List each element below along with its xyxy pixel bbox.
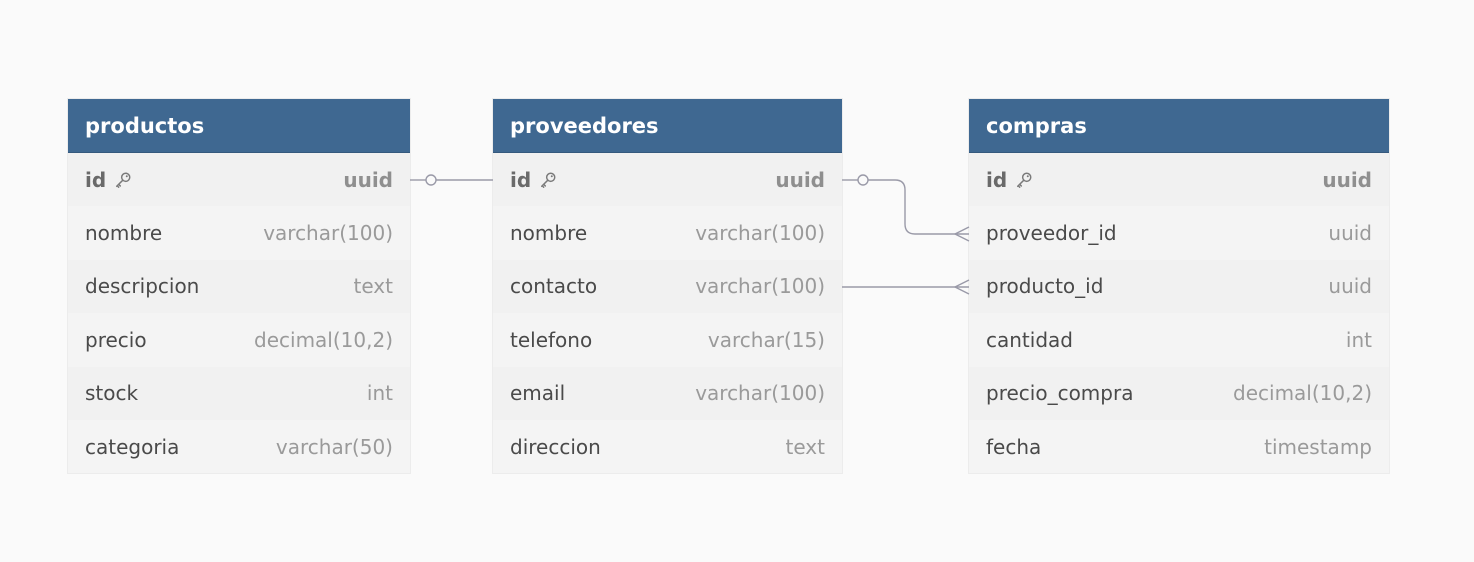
connector-line — [868, 179, 969, 235]
field-type: uuid — [343, 167, 393, 192]
field-name: fecha — [986, 434, 1042, 459]
table-row[interactable]: precio_compra decimal(10,2) — [969, 366, 1389, 420]
field-name: cantidad — [986, 327, 1073, 352]
field-name: nombre — [510, 221, 588, 246]
field-name: producto_id — [986, 274, 1104, 299]
field-name: stock — [85, 381, 139, 406]
field-name: precio_compra — [986, 381, 1134, 406]
table-row[interactable]: direccion text — [493, 419, 842, 474]
field-type: varchar(50) — [275, 434, 393, 459]
field-name: email — [510, 381, 566, 406]
field-name: nombre — [85, 221, 163, 246]
table-compras[interactable]: compras id uuid proveedor_id uuid produc… — [969, 99, 1389, 474]
field-name: id — [986, 167, 1008, 192]
field-name: categoria — [85, 434, 180, 459]
field-type: text — [785, 434, 825, 459]
crow-foot-marker — [953, 226, 970, 242]
table-row[interactable]: fecha timestamp — [969, 419, 1389, 474]
table-row[interactable]: proveedor_id uuid — [969, 206, 1389, 260]
table-row[interactable]: id uuid — [969, 153, 1389, 207]
table-row[interactable]: nombre varchar(100) — [68, 206, 410, 260]
table-row[interactable]: stock int — [68, 366, 410, 420]
table-proveedores[interactable]: proveedores id uuid nombre varchar(100) … — [493, 99, 842, 474]
table-header[interactable]: compras — [969, 99, 1389, 153]
key-icon — [541, 172, 556, 188]
table-productos[interactable]: productos id uuid nombre varchar(100) de… — [68, 99, 410, 474]
field-type: varchar(100) — [695, 381, 825, 406]
table-row[interactable]: descripcion text — [68, 259, 410, 314]
field-type: timestamp — [1264, 434, 1372, 459]
table-header[interactable]: productos — [68, 99, 410, 153]
table-row[interactable]: id uuid — [493, 153, 842, 207]
field-type: int — [366, 381, 393, 406]
field-type: decimal(10,2) — [254, 327, 393, 352]
field-name: id — [510, 167, 532, 192]
field-type: uuid — [775, 167, 825, 192]
key-icon — [116, 172, 131, 188]
field-type: decimal(10,2) — [1233, 381, 1372, 406]
table-row[interactable]: producto_id uuid — [969, 259, 1389, 314]
field-name: descripcion — [85, 274, 200, 299]
table-row[interactable]: categoria varchar(50) — [68, 419, 410, 474]
table-row[interactable]: cantidad int — [969, 313, 1389, 367]
field-type: uuid — [1328, 274, 1372, 299]
table-row[interactable]: telefono varchar(15) — [493, 313, 842, 367]
field-name: telefono — [510, 327, 593, 352]
crow-foot-marker — [953, 279, 970, 295]
table-header[interactable]: proveedores — [493, 99, 842, 153]
field-name: direccion — [510, 434, 601, 459]
zero-one-marker — [425, 174, 437, 186]
field-type: varchar(100) — [263, 221, 393, 246]
table-row[interactable]: precio decimal(10,2) — [68, 313, 410, 367]
key-icon — [1017, 172, 1032, 188]
field-type: uuid — [1322, 167, 1372, 192]
field-name: precio — [85, 327, 147, 352]
field-type: int — [1345, 327, 1372, 352]
table-row[interactable]: email varchar(100) — [493, 366, 842, 420]
field-name: id — [85, 167, 107, 192]
field-type: varchar(100) — [695, 274, 825, 299]
table-row[interactable]: nombre varchar(100) — [493, 206, 842, 260]
table-row[interactable]: id uuid — [68, 153, 410, 207]
field-name: contacto — [510, 274, 598, 299]
zero-one-marker — [857, 174, 869, 186]
field-type: varchar(15) — [707, 327, 825, 352]
field-type: varchar(100) — [695, 221, 825, 246]
relation-proveedores-compras[interactable] — [842, 174, 970, 242]
table-row[interactable]: contacto varchar(100) — [493, 259, 842, 314]
field-type: uuid — [1328, 221, 1372, 246]
field-name: proveedor_id — [986, 221, 1117, 246]
field-type: text — [353, 274, 393, 299]
